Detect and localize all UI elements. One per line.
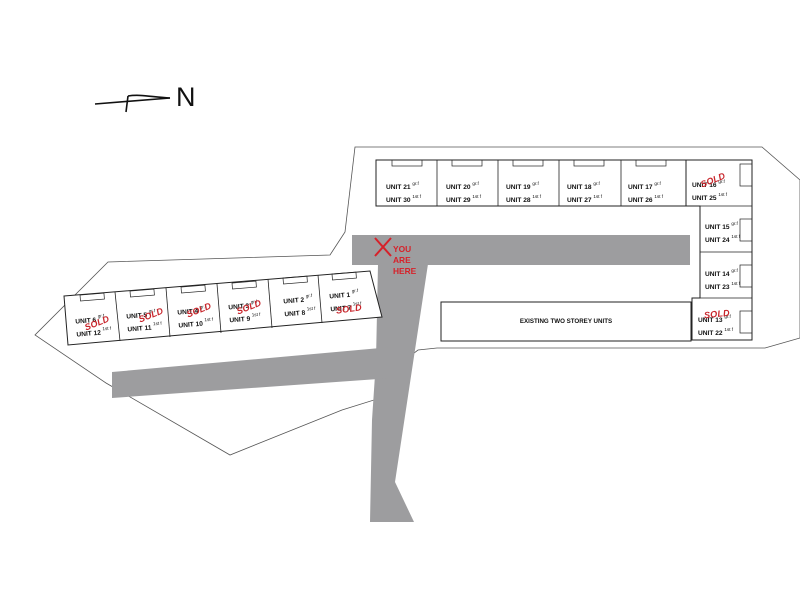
floor-label: 1st f [102,325,112,332]
unit-ground-label: UNIT 15 [705,224,730,232]
floor-label: gr.f [731,268,738,273]
road-main-horizontal [352,235,690,265]
unit-first-label: UNIT 30 [386,196,411,204]
floor-label: gr.f [472,181,479,186]
floor-label: 1st f [731,280,741,286]
north-arrow-icon [94,94,171,113]
floor-label: gr.f [351,287,359,294]
unit-first-label: UNIT 24 [705,236,730,244]
unit-ground-label: UNIT 13 [698,317,723,325]
existing-building-label: EXISTING TWO STOREY UNITS [519,318,613,325]
floor-label: 1st f [152,320,162,327]
unit-17-26[interactable]: UNIT 17 gr.f UNIT 26 1st f [628,181,664,209]
entry-mark [739,310,753,334]
unit-first-label: UNIT 28 [506,196,531,204]
unit-first-label: UNIT 10 [178,320,204,330]
unit-13-22[interactable]: UNIT 13 gr.f UNIT 22 1st f [698,314,734,342]
unit-16-25[interactable]: UNIT 16 gr.f UNIT 25 1st f [692,179,728,207]
entry-mark [739,218,753,242]
floor-label: 1st f [724,326,734,332]
entry-mark [79,292,105,302]
you-are-here-label: YOU ARE HERE [393,244,416,277]
unit-ground-label: UNIT 2 [283,296,305,306]
unit-divider [317,274,323,324]
unit-first-label: UNIT 27 [567,196,592,204]
unit-first-label: UNIT 8 [284,309,306,319]
unit-divider [165,287,171,338]
floor-label: gr.f [731,221,738,226]
entry-mark [451,159,483,167]
floor-label: gr.f [724,314,731,319]
unit-ground-label: UNIT 19 [506,184,531,192]
floor-label: 1st f [593,193,603,199]
you-are-here-x-icon [374,237,392,257]
unit-21-30[interactable]: UNIT 21 gr.f UNIT 30 1st f [386,181,422,209]
floor-label: gr.f [718,179,725,184]
unit-19-28[interactable]: UNIT 19 gr.f UNIT 28 1st f [506,181,542,209]
floor-label: 1st f [306,305,316,312]
unit-divider [267,278,273,329]
unit-ground-label: UNIT 21 [386,184,411,192]
floor-label: gr.f [305,292,313,299]
entry-mark [391,159,423,167]
floor-label: 1st f [472,193,482,199]
unit-first-label: UNIT 22 [698,329,723,337]
entry-mark [635,159,667,167]
unit-ground-label: UNIT 18 [567,184,592,192]
entry-mark [282,275,308,285]
unit-first-label: UNIT 29 [446,196,471,204]
floor-label: gr.f [532,181,539,186]
floor-label: 1st f [532,193,542,199]
unit-ground-label: UNIT 16 [692,182,717,190]
you-are-here-line: ARE [393,255,411,265]
floor-label: 1st f [251,311,261,318]
unit-ground-label: UNIT 20 [446,184,471,192]
road-west [112,347,392,398]
unit-first-label: UNIT 23 [705,283,730,291]
entry-mark [573,159,605,167]
floor-label: 1st f [204,316,214,323]
you-are-here-line: HERE [393,266,417,276]
unit-first-label: UNIT 9 [229,315,251,325]
entry-mark [180,284,206,294]
unit-20-29[interactable]: UNIT 20 gr.f UNIT 29 1st f [446,181,482,209]
unit-ground-label: UNIT 1 [329,291,351,301]
entry-mark [331,271,357,281]
floor-label: gr.f [654,181,661,186]
unit-divider [216,283,222,334]
unit-14-23[interactable]: UNIT 14 gr.f UNIT 23 1st f [705,268,741,296]
existing-building-outline [440,301,692,342]
floor-label: gr.f [593,181,600,186]
unit-divider [114,291,121,342]
entry-mark [512,159,544,167]
entry-mark [129,288,155,298]
you-are-here-line: YOU [393,244,412,254]
floor-label: 1st f [718,191,728,197]
floor-label: 1st f [412,193,422,199]
entry-mark [231,280,257,290]
unit-18-27[interactable]: UNIT 18 gr.f UNIT 27 1st f [567,181,603,209]
unit-first-label: UNIT 11 [127,324,152,334]
north-label: N [176,82,196,112]
unit-first-label: UNIT 26 [628,196,653,204]
floor-label: 1st f [731,233,741,239]
floor-label: gr.f [412,181,419,186]
unit-2-8[interactable]: UNIT 2 gr.f UNIT 8 1st f [283,292,316,323]
entry-mark [739,264,753,288]
entry-mark [739,163,753,187]
unit-15-24[interactable]: UNIT 15 gr.f UNIT 24 1st f [705,221,741,249]
floor-label: 1st f [654,193,664,199]
unit-ground-label: UNIT 14 [705,271,730,279]
unit-first-label: UNIT 25 [692,194,717,202]
road-vertical [370,264,428,522]
unit-ground-label: UNIT 17 [628,184,653,192]
